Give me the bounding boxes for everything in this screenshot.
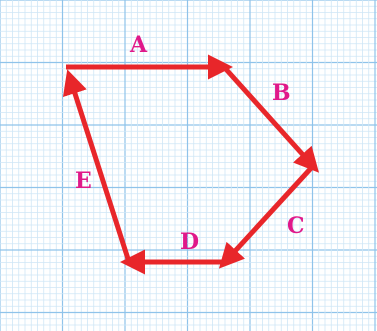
vector-a-label: A [129, 32, 148, 58]
vector-b-label: B [272, 80, 291, 106]
vector-b-arrow [222, 65, 320, 173]
vector-e-label: E [75, 168, 92, 194]
vector-d-label: D [180, 229, 199, 255]
vector-arrows [62, 54, 320, 275]
vector-e-arrow [62, 69, 132, 263]
vector-c-label: C [287, 213, 305, 239]
vector-c-arrow [218, 164, 315, 269]
vector-labels: A B C D E [75, 32, 305, 255]
